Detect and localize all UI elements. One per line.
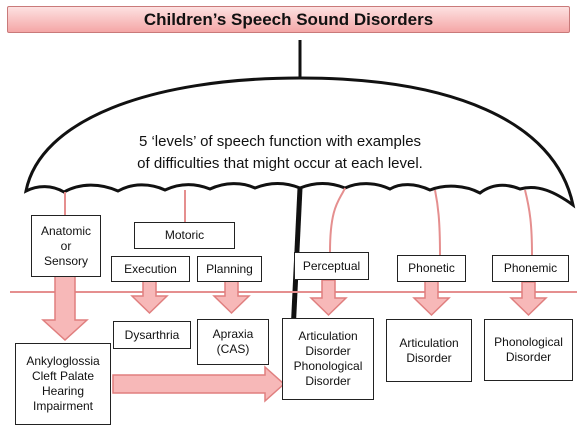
level-motoric-box: Motoric <box>134 222 235 249</box>
arrow-planning <box>212 280 251 315</box>
arrow-perceptual <box>309 279 348 317</box>
disorder-apraxia-box: Apraxia (CAS) <box>197 319 269 365</box>
umbrella-canopy <box>23 76 576 209</box>
arrow-phonetic <box>412 279 451 317</box>
umbrella-description: 5 ‘levels’ of speech function with examp… <box>137 133 423 172</box>
connector-phonetic <box>434 189 441 256</box>
level-execution-box: Execution <box>111 256 190 282</box>
connector-phonemic <box>524 189 533 256</box>
arrow-execution <box>130 280 169 315</box>
connector-perceptual <box>329 187 346 253</box>
level-perceptual-box: Perceptual <box>294 252 369 280</box>
level-phonemic-box: Phonemic <box>492 255 569 282</box>
disorder-articulation-phonological-box: Articulation Disorder Phonological Disor… <box>282 318 374 400</box>
disorder-phonological-box: Phonological Disorder <box>484 319 573 381</box>
arrow-anatomic <box>41 274 89 342</box>
arrow-right <box>112 365 286 403</box>
disorder-articulation-box: Articulation Disorder <box>386 319 472 382</box>
diagram-title: Children’s Speech Sound Disorders <box>7 6 570 33</box>
level-planning-box: Planning <box>197 256 262 282</box>
level-anatomic-box: Anatomic or Sensory <box>31 215 101 277</box>
level-phonetic-box: Phonetic <box>397 255 466 282</box>
disorder-dysarthria-box: Dysarthria <box>113 321 191 349</box>
anatomic-examples-box: Ankyloglossia Cleft Palate Hearing Impai… <box>15 343 111 425</box>
arrow-phonemic <box>509 281 548 317</box>
